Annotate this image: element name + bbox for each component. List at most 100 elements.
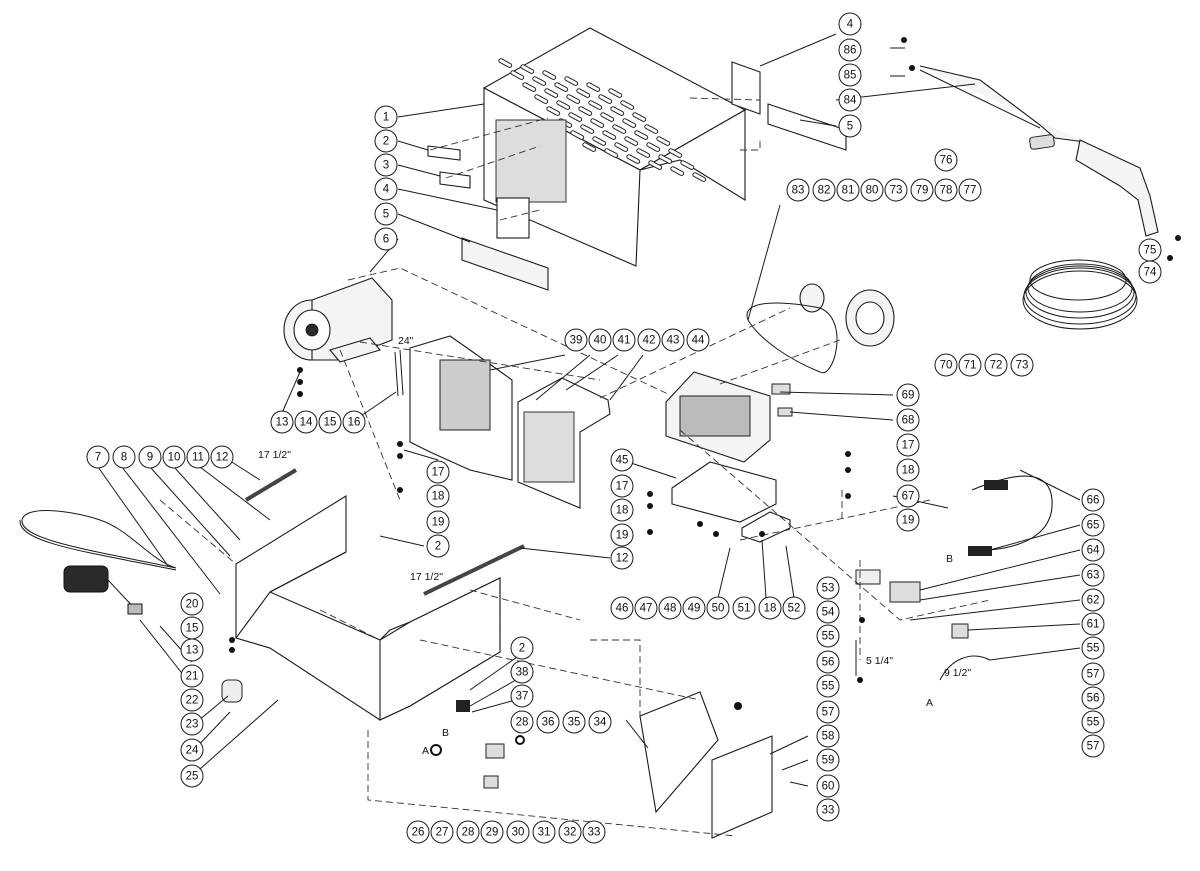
vent-slot	[604, 148, 619, 158]
callout-circle	[180, 712, 204, 736]
callout-circle	[896, 508, 920, 532]
callout-number: 9	[147, 452, 153, 464]
vent-slot	[648, 160, 663, 170]
callout-83: 83	[786, 178, 810, 202]
vent-slot	[534, 94, 549, 104]
callout-number: 35	[568, 717, 581, 729]
callout-circle	[838, 63, 862, 87]
callout-25: 25	[180, 764, 204, 788]
callout-circle	[838, 88, 862, 112]
hose-end-b	[968, 546, 992, 556]
callout-38: 38	[510, 660, 534, 684]
vent-slot	[614, 142, 629, 152]
callout-circle	[686, 328, 710, 352]
callout-3: 3	[374, 153, 398, 177]
callout-63: 63	[1081, 563, 1105, 587]
callout-76: 76	[934, 148, 958, 172]
hose-end-a	[984, 480, 1008, 490]
callout-circle	[1081, 710, 1105, 734]
callout-circle	[342, 410, 366, 434]
callout-number: 86	[844, 45, 857, 57]
callout-circle	[860, 178, 884, 202]
callout-number: 40	[594, 335, 607, 347]
vent-slot	[592, 136, 607, 146]
callout-number: 82	[818, 185, 831, 197]
callout-number: 48	[664, 603, 677, 615]
callout-57: 57	[1081, 734, 1105, 758]
callout-circle	[637, 328, 661, 352]
callout-number: 25	[186, 771, 199, 783]
high-pressure-hose-coil	[1022, 259, 1138, 330]
callout-24: 24	[180, 738, 204, 762]
port-letter-b1: B	[946, 553, 953, 565]
callout-circle	[1081, 636, 1105, 660]
callout-number: 62	[1087, 595, 1100, 607]
callout-circle	[732, 596, 756, 620]
decal-3	[439, 171, 471, 189]
callout-15: 15	[180, 616, 204, 640]
vent-slot	[602, 130, 617, 140]
callout-44: 44	[686, 328, 710, 352]
vent-slot	[668, 148, 683, 158]
callout-13: 13	[270, 410, 294, 434]
callout-number: 45	[616, 455, 629, 467]
switch-37	[456, 700, 470, 712]
callout-42: 42	[637, 328, 661, 352]
vent-slot	[556, 100, 571, 110]
callout-number: 76	[940, 155, 953, 167]
callout-60: 60	[816, 774, 840, 798]
callout-circle	[1081, 612, 1105, 636]
callout-28: 28	[510, 710, 534, 734]
callout-circle	[374, 227, 398, 251]
callout-number: 41	[618, 335, 631, 347]
callout-14: 14	[294, 410, 318, 434]
vent-slot	[568, 112, 583, 122]
callout-64: 64	[1081, 538, 1105, 562]
vent-slot	[570, 130, 585, 140]
callout-54: 54	[816, 600, 840, 624]
vent-slot	[532, 76, 547, 86]
callout-number: 74	[1144, 267, 1157, 279]
callout-number: 79	[916, 185, 929, 197]
callout-4: 4	[374, 177, 398, 201]
pulley-hub	[855, 301, 885, 335]
vent-slot	[578, 106, 593, 116]
callout-number: 12	[216, 452, 229, 464]
power-cord-gfci	[19, 510, 177, 615]
callout-86: 86	[838, 38, 862, 62]
callout-circle	[510, 710, 534, 734]
callout-2: 2	[510, 636, 534, 660]
callout-circle	[426, 484, 450, 508]
callout-number: 56	[1087, 693, 1100, 705]
callout-55: 55	[816, 674, 840, 698]
callout-22: 22	[180, 688, 204, 712]
callout-circle	[562, 710, 586, 734]
callout-circle	[510, 636, 534, 660]
callout-circle	[426, 534, 450, 558]
callout-number: 34	[594, 717, 607, 729]
callout-circle	[536, 710, 560, 734]
callout-69: 69	[896, 383, 920, 407]
callout-33: 33	[582, 820, 606, 844]
top-cover	[482, 27, 747, 267]
callout-73: 73	[884, 178, 908, 202]
callout-circle	[1081, 588, 1105, 612]
callout-number: 49	[688, 603, 701, 615]
callout-circle	[816, 748, 840, 772]
callout-number: 81	[842, 185, 855, 197]
callout-number: 1	[383, 112, 389, 124]
callout-number: 4	[383, 184, 390, 196]
vent-slot	[610, 106, 625, 116]
callout-19: 19	[426, 510, 450, 534]
callout-number: 19	[616, 530, 629, 542]
callout-number: 63	[1087, 570, 1100, 582]
callout-circle	[1081, 563, 1105, 587]
callout-circle	[782, 596, 806, 620]
callout-circle	[532, 820, 556, 844]
dimension-d24: 24"	[398, 335, 414, 347]
callout-circle	[958, 178, 982, 202]
vent-slot	[680, 160, 695, 170]
callout-number: 80	[866, 185, 879, 197]
callout-circle	[816, 650, 840, 674]
